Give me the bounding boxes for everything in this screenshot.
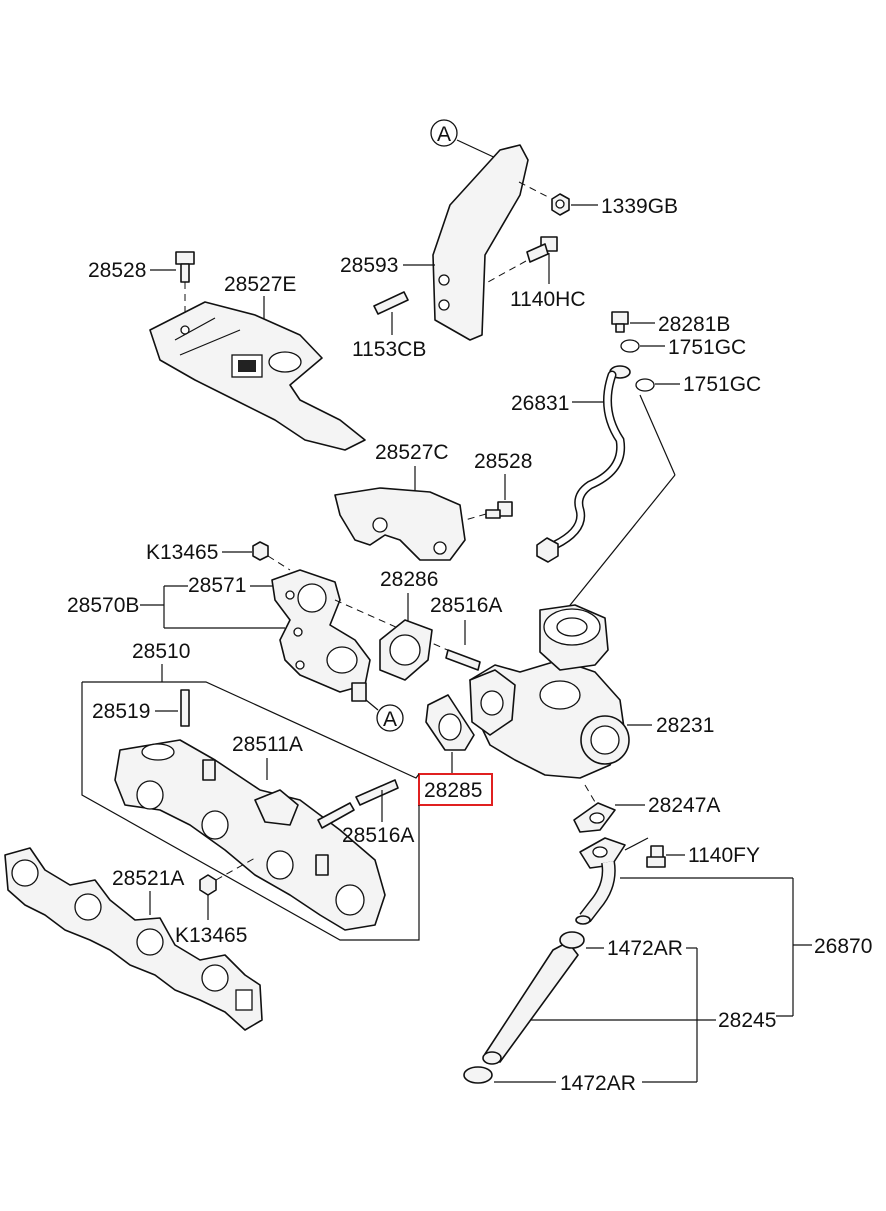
label-K13465-bottom: K13465 bbox=[175, 924, 247, 947]
label-28510: 28510 bbox=[132, 640, 190, 663]
label-28528-top: 28528 bbox=[88, 259, 146, 282]
label-28571: 28571 bbox=[188, 574, 246, 597]
label-28527E: 28527E bbox=[224, 273, 296, 296]
label-K13465-top: K13465 bbox=[146, 541, 218, 564]
oil-return-pipe-26870 bbox=[575, 837, 626, 925]
label-1140HC: 1140HC bbox=[510, 288, 586, 311]
label-28247A: 28247A bbox=[648, 794, 720, 817]
svg-text:A: A bbox=[437, 123, 451, 146]
bracket-28593 bbox=[432, 144, 529, 341]
nut-1339GB bbox=[551, 193, 570, 216]
turbocharger-28231 bbox=[469, 604, 630, 779]
stud-28519 bbox=[180, 689, 190, 727]
washer-1751GC-a bbox=[620, 339, 640, 353]
manifold-gasket-28521A bbox=[4, 847, 263, 1031]
label-28516A-bottom: 28516A bbox=[342, 824, 414, 847]
ref-marker-bottom: A bbox=[376, 704, 404, 732]
exhaust-manifold-28510 bbox=[114, 739, 386, 931]
nut-K13465-top bbox=[252, 541, 269, 561]
label-28231: 28231 bbox=[656, 714, 714, 737]
gasket-28286 bbox=[379, 619, 433, 681]
nut-K13465-bottom bbox=[199, 874, 217, 896]
bolt-28528-mid bbox=[485, 501, 513, 519]
label-1140FY: 1140FY bbox=[688, 844, 760, 867]
label-28285: 28285 bbox=[424, 779, 482, 802]
label-28528-mid: 28528 bbox=[474, 450, 532, 473]
label-1751GC-a: 1751GC bbox=[668, 336, 746, 359]
bolt-28528-top bbox=[175, 251, 195, 283]
label-28521A: 28521A bbox=[112, 867, 184, 890]
hose-28245 bbox=[482, 941, 579, 1065]
highlight-box-28285 bbox=[418, 773, 493, 806]
bolt-28281B bbox=[611, 311, 629, 333]
clamp-1472AR-bottom bbox=[463, 1066, 493, 1084]
label-28516A-top: 28516A bbox=[430, 594, 502, 617]
heat-shield-28527E bbox=[149, 301, 366, 451]
label-28519: 28519 bbox=[92, 700, 150, 723]
label-1472AR-top: 1472AR bbox=[607, 937, 683, 960]
label-28593: 28593 bbox=[340, 254, 398, 277]
label-26831: 26831 bbox=[511, 392, 569, 415]
label-28570B: 28570B bbox=[67, 594, 139, 617]
ref-marker-top: A bbox=[430, 119, 458, 147]
label-28281B: 28281B bbox=[658, 313, 730, 336]
stud-28516A-top bbox=[445, 649, 481, 671]
label-26870: 26870 bbox=[814, 935, 872, 958]
label-1751GC-b: 1751GC bbox=[683, 373, 761, 396]
label-28286: 28286 bbox=[380, 568, 438, 591]
label-28527C: 28527C bbox=[375, 441, 449, 464]
oil-pipe-26831 bbox=[536, 365, 631, 563]
gasket-28247A bbox=[573, 802, 616, 833]
label-1153CB: 1153CB bbox=[352, 338, 426, 361]
label-28245: 28245 bbox=[718, 1009, 776, 1032]
label-1339GB: 1339GB bbox=[601, 195, 678, 218]
stud-1153CB bbox=[373, 291, 409, 315]
washer-1751GC-b bbox=[635, 378, 655, 392]
elbow-28571 bbox=[271, 569, 371, 702]
heat-shield-28527C bbox=[334, 487, 466, 561]
bolt-1140FY bbox=[646, 845, 666, 868]
stud-28511A bbox=[355, 779, 399, 806]
stud-28516A-bottom bbox=[317, 802, 355, 829]
gasket-28285 bbox=[425, 694, 475, 751]
label-1472AR-bottom: 1472AR bbox=[560, 1072, 636, 1095]
svg-text:A: A bbox=[383, 708, 397, 731]
bolt-1140HC bbox=[526, 236, 558, 263]
label-28511A: 28511A bbox=[232, 733, 303, 756]
clamp-1472AR-top bbox=[559, 931, 585, 949]
